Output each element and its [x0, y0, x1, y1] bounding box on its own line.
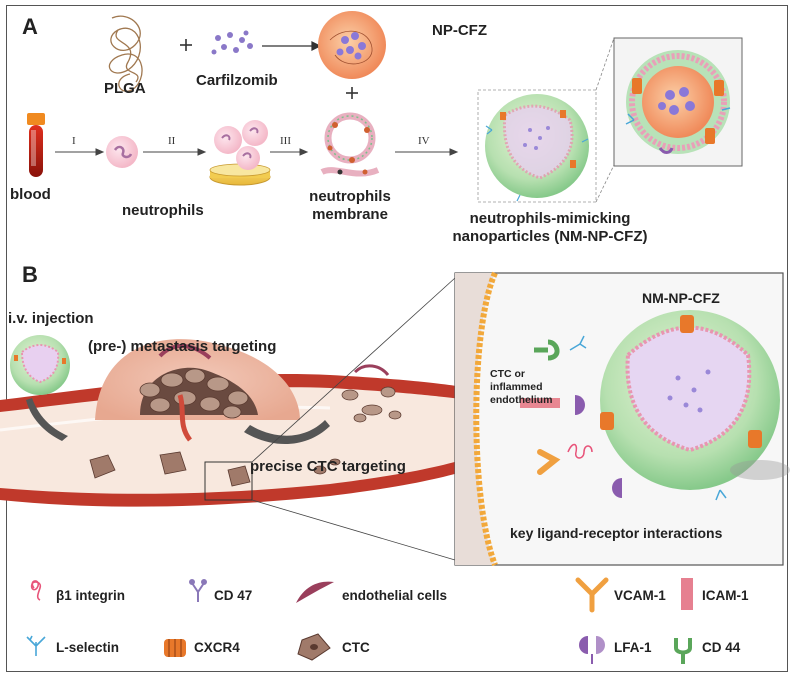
icam1-icon [681, 578, 693, 610]
zoom-inset-a [613, 37, 743, 167]
zoom-lines-b [251, 277, 456, 561]
step-2: II [168, 135, 176, 147]
panel-a-letter: A [22, 14, 38, 39]
ctc-label-1: CTC or [490, 368, 525, 380]
blood-tube-icon [27, 113, 45, 177]
inset-particle-label: NM-NP-CFZ [642, 290, 720, 306]
carfilzomib-label: Carfilzomib [196, 72, 278, 89]
nm-np-cfz-particle [477, 89, 597, 203]
petri-dish-icon [209, 120, 271, 186]
step-1: I [72, 135, 76, 147]
cd47-icon [189, 579, 207, 602]
neutrophils-label: neutrophils [122, 202, 204, 219]
figure-frame [6, 5, 788, 672]
legend-cxcr4: CXCR4 [194, 640, 240, 655]
legend-beta1-integrin: β1 integrin [56, 588, 125, 603]
ctc-label-2: inflammed [490, 381, 543, 393]
neutrophil-cell-icon [106, 136, 138, 168]
injection-label: i.v. injection [8, 310, 94, 327]
plus-icon [180, 39, 358, 99]
legend-endothelial-cells: endothelial cells [342, 588, 448, 603]
metastasis-tumor [95, 339, 300, 442]
zoom-inset-b [454, 271, 790, 567]
l-selectin-icon [26, 635, 46, 656]
zoom-lines [595, 37, 615, 203]
metastasis-label: (pre-) metastasis targeting [88, 338, 277, 355]
plga-label: PLGA [104, 80, 146, 97]
legend-lfa1: LFA-1 [614, 640, 652, 655]
arrow-to-np [262, 41, 322, 51]
neutrophil-membrane-icon [320, 112, 380, 177]
process-arrows [55, 148, 459, 156]
ctc-targeting-label: precise CTC targeting [250, 458, 406, 475]
beta1-integrin-icon [30, 580, 42, 601]
step-3: III [280, 135, 291, 147]
legend-vcam1: VCAM-1 [614, 588, 666, 603]
membrane-label-2: membrane [312, 206, 388, 223]
legend-cd44: CD 44 [702, 640, 741, 655]
legend-ctc: CTC [342, 640, 370, 655]
step-4: IV [418, 135, 430, 147]
blood-label: blood [10, 186, 51, 203]
legend-l-selectin: L-selectin [56, 640, 120, 655]
cxcr4-icon [164, 639, 186, 657]
product-label-2: nanoparticles (NM-NP-CFZ) [452, 228, 648, 245]
np-cfz-nanoparticle [318, 11, 386, 79]
endothelial-cell-icon [296, 581, 334, 603]
carfilzomib-drug-icon [211, 30, 253, 55]
cd44-icon [674, 638, 692, 664]
injected-particle [10, 335, 70, 395]
legend-cd47: CD 47 [214, 588, 253, 603]
ctc-icon [297, 633, 331, 661]
ctc-debris [341, 364, 402, 423]
membrane-label-1: neutrophils [309, 188, 391, 205]
vcam1-icon [575, 577, 609, 613]
product-label-1: neutrophils-mimicking [469, 210, 631, 227]
panel-b-letter: B [22, 262, 38, 287]
legend-icam1: ICAM-1 [702, 588, 749, 603]
zoom-box-vessel [204, 461, 253, 501]
plga-polymer-icon [108, 15, 143, 92]
ctc-label-3: endothelium [490, 394, 553, 406]
lfa1-icon [579, 636, 605, 664]
flow-arrows [26, 398, 330, 445]
ctc-cells-vessel [89, 451, 341, 487]
interactions-label: key ligand-receptor interactions [510, 525, 723, 541]
np-cfz-label: NP-CFZ [432, 22, 487, 39]
